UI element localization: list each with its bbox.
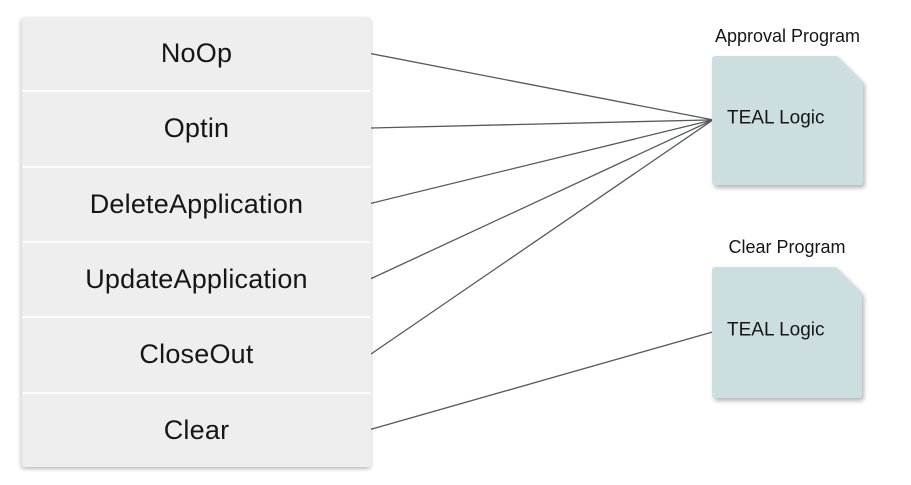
program-title-clear: Clear Program bbox=[728, 237, 846, 257]
program-box-approval: TEAL Logic bbox=[712, 56, 863, 185]
table-row-label: Optin bbox=[163, 113, 230, 144]
program-approval: Approval Program TEAL Logic bbox=[712, 25, 863, 185]
teal-logic-label: TEAL Logic bbox=[727, 107, 825, 129]
table-row-delete-application: DeleteApplication bbox=[22, 165, 371, 241]
table-row-noop: NoOp bbox=[22, 17, 371, 90]
table-row-label: CloseOut bbox=[139, 339, 254, 370]
transaction-type-table: NoOp Optin DeleteApplication UpdateAppli… bbox=[22, 17, 371, 467]
program-box-clear: TEAL Logic bbox=[712, 267, 862, 398]
table-row-optin: Optin bbox=[22, 90, 371, 165]
program-clear: Clear Program TEAL Logic bbox=[712, 236, 862, 398]
program-title-approval: Approval Program bbox=[714, 26, 861, 46]
table-row-closeout: CloseOut bbox=[22, 316, 371, 391]
teal-logic-label: TEAL Logic bbox=[727, 319, 825, 341]
table-row-label: Clear bbox=[163, 414, 230, 445]
document-shape-shadow: TEAL Logic bbox=[712, 267, 862, 398]
table-row-label: UpdateApplication bbox=[85, 264, 308, 295]
table-row-clear: Clear bbox=[22, 391, 371, 467]
table-row-label: NoOp bbox=[160, 38, 233, 69]
document-shape-shadow: TEAL Logic bbox=[712, 56, 863, 185]
table-row-label: DeleteApplication bbox=[89, 188, 304, 219]
table-row-update-application: UpdateApplication bbox=[22, 240, 371, 316]
